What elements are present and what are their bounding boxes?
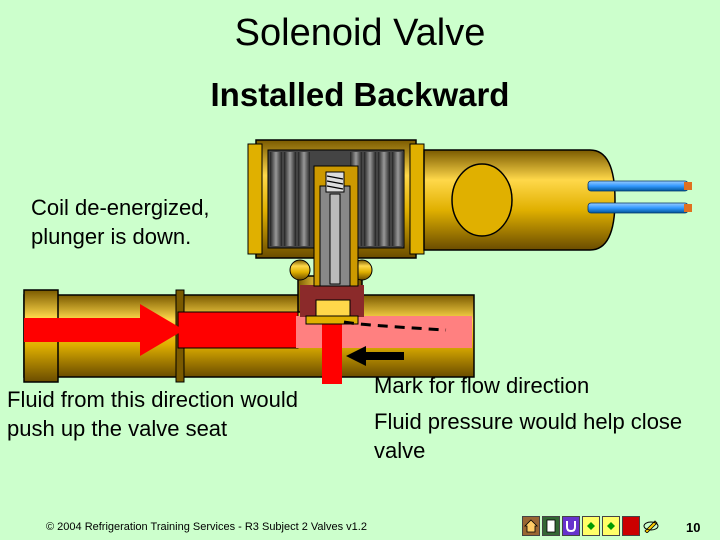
fluid-direction-label: Fluid from this direction would push up …: [7, 387, 299, 441]
flow-direction-mark-arrow: [346, 346, 404, 366]
plunger: [313, 165, 359, 287]
flow-mark-label: Mark for flow direction: [374, 373, 590, 398]
copyright-notice: © 2004 Refrigeration Training Services -…: [46, 521, 367, 533]
pressure-label: Fluid pressure would help close valve: [374, 409, 683, 463]
return-icon[interactable]: [562, 516, 580, 536]
coil-housing: [247, 139, 616, 259]
coil-state-label: Coil de-energized, plunger is down.: [31, 195, 210, 249]
previous-icon[interactable]: [582, 516, 600, 536]
home-icon[interactable]: [522, 516, 540, 536]
flow-path-dashed: [343, 320, 447, 332]
wires: [587, 180, 692, 214]
page-subtitle: Installed Backward: [210, 76, 510, 113]
next-icon[interactable]: [602, 516, 620, 536]
page-number: 10: [686, 520, 701, 535]
inlet-flow-arrow: [24, 304, 184, 356]
page-title: Solenoid Valve: [234, 12, 486, 54]
stop-icon[interactable]: [622, 516, 640, 536]
pen-icon[interactable]: [642, 516, 660, 536]
fluid-passage: [177, 285, 472, 384]
valve-seat: [305, 299, 359, 325]
slide-navigation: [522, 516, 660, 538]
document-icon[interactable]: [542, 516, 560, 536]
